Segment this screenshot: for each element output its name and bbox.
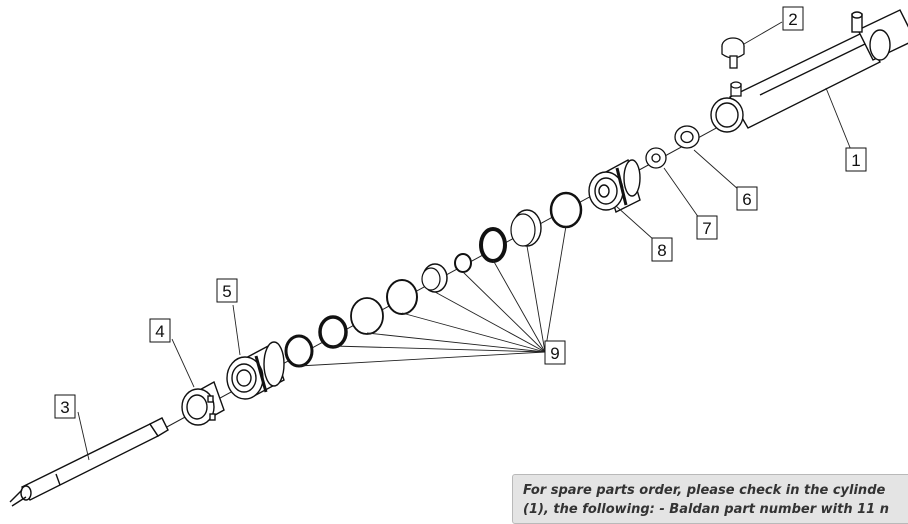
- svg-text:1: 1: [851, 151, 860, 170]
- guide-bush: [226, 341, 285, 400]
- svg-text:2: 2: [788, 10, 797, 29]
- piston-rod: [9, 417, 169, 507]
- callout-8: 8: [651, 237, 673, 262]
- callout-5: 5: [216, 278, 238, 303]
- seal-set: [284, 191, 583, 368]
- svg-text:7: 7: [702, 219, 711, 238]
- svg-text:3: 3: [60, 398, 69, 417]
- piston: [588, 158, 641, 213]
- washer: [645, 147, 667, 169]
- callout-7: 7: [696, 215, 718, 240]
- callout-2: 2: [782, 6, 804, 31]
- svg-text:5: 5: [222, 282, 231, 301]
- note-line-2: (1), the following: - Baldan part number…: [523, 502, 889, 517]
- svg-text:8: 8: [657, 241, 666, 260]
- callout-3: 3: [54, 394, 76, 419]
- leader-lines: [77, 21, 852, 461]
- svg-text:6: 6: [742, 190, 751, 209]
- cylinder-barrel: [710, 9, 908, 133]
- grease-nipple: [721, 37, 745, 97]
- spare-parts-note: For spare parts order, please check in t…: [512, 474, 908, 524]
- callout-9: 9: [544, 340, 566, 365]
- callout-1: 1: [845, 147, 867, 172]
- note-line-1: For spare parts order, please check in t…: [523, 483, 886, 498]
- callout-6: 6: [736, 186, 758, 211]
- svg-text:4: 4: [155, 322, 164, 341]
- svg-text:9: 9: [550, 344, 559, 363]
- ring-nut: [181, 380, 225, 426]
- callout-4: 4: [149, 318, 171, 343]
- piston-nut: [674, 125, 700, 149]
